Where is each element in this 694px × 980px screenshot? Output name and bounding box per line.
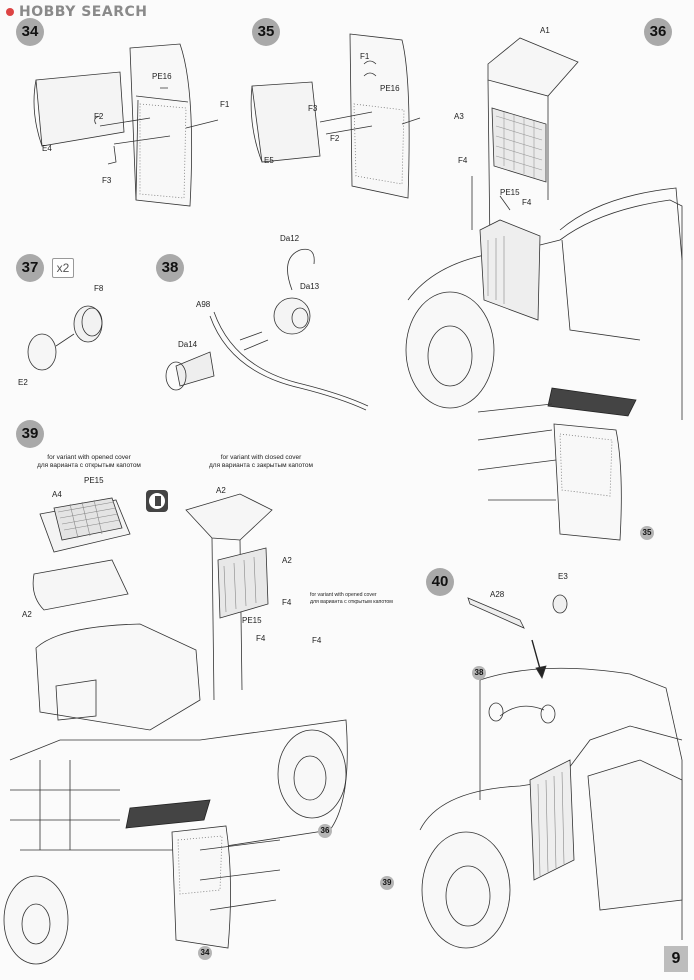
part-label: E3 [558,572,568,581]
part-label: E2 [18,378,28,387]
variant-note-en: for variant with closed cover [220,454,302,461]
step-35-number: 35 [252,18,280,46]
part-label: F3 [102,176,112,185]
part-label: E5 [264,156,274,165]
part-label: F2 [330,134,340,143]
variant-note-en: for variant with opened cover [47,454,131,461]
variant-note-opened: for variant with opened cover для вариан… [24,454,154,470]
part-label: F1 [220,100,230,109]
part-label: A98 [196,300,211,309]
step-39-drawing [3,493,348,965]
part-label: Da12 [280,234,300,243]
part-label: PE16 [152,72,172,81]
part-label: F4 [256,634,266,643]
step-39-number: 39 [16,420,44,448]
step-40-drawing [419,594,683,949]
step-37-number: 37 [16,254,44,282]
part-label: F4 [522,198,532,207]
part-label: PE16 [380,84,400,93]
part-label: PE15 [242,616,262,625]
logo-mark-icon [6,8,14,16]
variant-note-ru: для варианта с открытым капотом [310,598,393,605]
part-label: A28 [490,590,505,599]
part-label: A2 [216,486,226,495]
step-36-number: 36 [644,18,672,46]
part-label: A1 [540,26,550,35]
part-label: PE15 [84,476,104,485]
step-38-number: 38 [156,254,184,282]
part-label: A2 [22,610,32,619]
step-36-drawing [405,37,683,541]
step-reference-callout: 39 [380,876,394,890]
part-label: F8 [94,284,104,293]
variant-note-opened-small: for variant with opened cover для вариан… [310,592,393,605]
part-label: Da13 [300,282,320,291]
quantity-multiplier: x2 [52,258,74,278]
variant-note-ru: для варианта с закрытым капотом [209,462,313,469]
part-label: F4 [458,156,468,165]
logo-text: HOBBY SEARCH [19,4,148,20]
part-label: F3 [308,104,318,113]
step-34-number: 34 [16,18,44,46]
part-label: F4 [312,636,322,645]
variant-note-ru: для варианта с открытым капотом [37,462,141,469]
variant-note-closed: for variant with closed cover для вариан… [196,454,326,470]
variant-note-en: for variant with opened cover [310,592,377,598]
part-label: A4 [52,490,62,499]
step-37-drawing [27,305,103,371]
step-reference-callout: 35 [640,526,654,540]
part-label: F1 [360,52,370,61]
part-label: Da14 [178,340,198,349]
step-38-drawing [165,248,369,411]
step-reference-callout: 38 [472,666,486,680]
step-35-drawing [250,33,421,199]
glue-symbol-icon [146,490,168,512]
part-label: A3 [454,112,464,121]
part-label: PE15 [500,188,520,197]
part-label: F4 [282,598,292,607]
step-reference-callout: 36 [318,824,332,838]
step-34-drawing [33,43,219,207]
step-40-number: 40 [426,568,454,596]
page-number: 9 [664,946,688,972]
hobby-search-logo: HOBBY SEARCH [6,4,147,20]
step-reference-callout: 34 [198,946,212,960]
part-label: A2 [282,556,292,565]
part-label: F2 [94,112,104,121]
part-label: E4 [42,144,52,153]
